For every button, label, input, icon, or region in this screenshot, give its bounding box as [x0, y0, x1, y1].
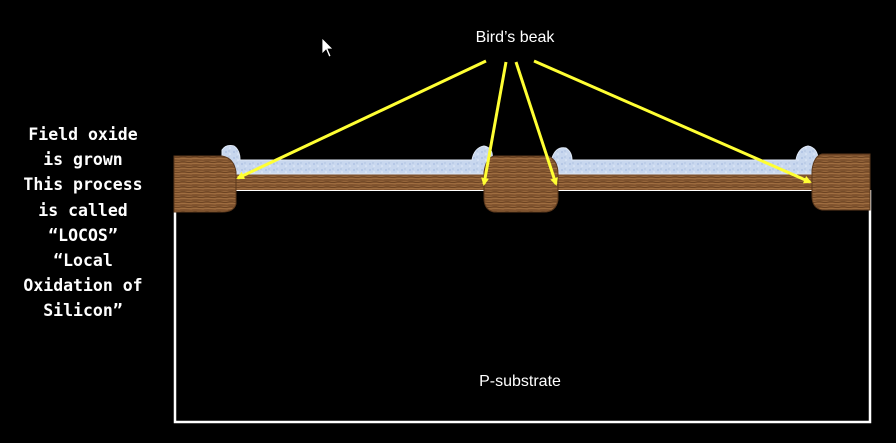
description-line: Field oxide — [28, 125, 138, 144]
description-line: Silicon” — [43, 301, 123, 321]
birds-beak-arrows — [236, 59, 812, 186]
description-line: “LOCOS” — [48, 225, 118, 245]
nitride-mask-right — [551, 145, 819, 175]
description-line: is called — [38, 200, 128, 220]
nitride-mask-left — [221, 145, 493, 175]
substrate-outline — [173, 190, 872, 424]
field-oxide-right — [811, 153, 871, 211]
field-oxide-center — [483, 155, 559, 213]
p-substrate-label: P-substrate — [479, 373, 561, 390]
field-oxide-left — [173, 155, 237, 213]
process-description: Field oxide is grown This process is cal… — [4, 122, 162, 324]
arrow-to-right-beak — [533, 59, 812, 184]
birds-beak-label: Bird’s beak — [475, 29, 555, 46]
arrow-to-center-right-beak — [514, 61, 558, 186]
description-line: Oxidation of — [23, 276, 143, 296]
arrow-to-left-beak — [236, 59, 487, 180]
description-line: This process — [23, 175, 143, 195]
mouse-pointer-icon — [321, 37, 334, 58]
arrow-to-center-left-beak — [481, 61, 508, 186]
description-line: is grown — [43, 150, 123, 170]
description-line: “Local — [53, 251, 113, 271]
